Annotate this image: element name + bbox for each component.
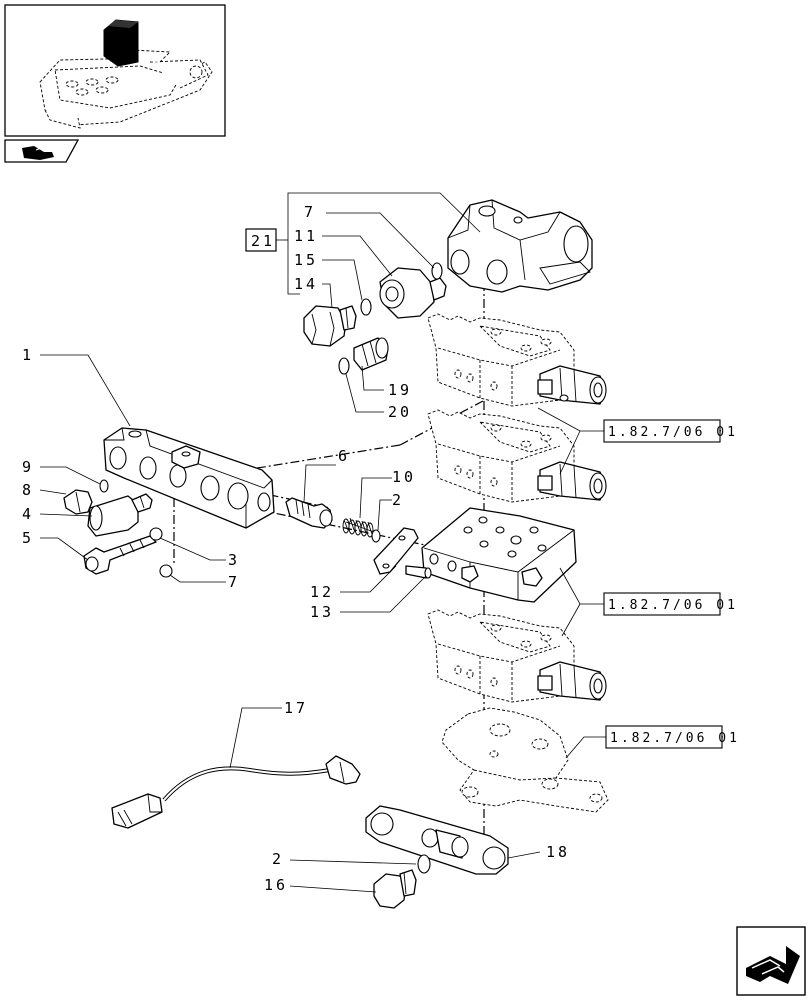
control-section[interactable]	[421, 507, 577, 603]
callout-2-upper: 2	[392, 491, 404, 509]
reference-box-3[interactable]: 1.82.7/06 01	[605, 725, 740, 749]
callout-11: 11	[294, 227, 318, 245]
next-page-arrow-icon[interactable]	[736, 926, 806, 996]
callout-1: 1	[22, 346, 34, 364]
leader-lines	[39, 192, 606, 893]
callout-5: 5	[22, 529, 34, 547]
check-spool[interactable]	[353, 337, 389, 371]
callout-15: 15	[294, 251, 318, 269]
callout-12: 12	[310, 583, 334, 601]
callout-17: 17	[284, 699, 308, 717]
union-fitting[interactable]	[379, 267, 447, 319]
callout-7-lower: 7	[228, 573, 240, 591]
hex-plug[interactable]	[303, 305, 357, 347]
reference-label-1: 1.82.7/06 01	[608, 425, 738, 440]
o-ring-top[interactable]	[431, 262, 443, 280]
callout-20: 20	[388, 403, 412, 421]
callout-18: 18	[546, 843, 570, 861]
cover-plate-12[interactable]	[373, 527, 419, 575]
callout-13: 13	[310, 603, 334, 621]
spool-end-top[interactable]	[537, 365, 607, 405]
reference-box-2[interactable]: 1.82.7/06 01	[603, 592, 738, 616]
washer-2-lower[interactable]	[417, 854, 431, 874]
screw-8[interactable]	[63, 489, 93, 515]
wiring-harness-17[interactable]	[111, 755, 361, 829]
solenoid-4[interactable]	[87, 493, 153, 537]
cartridge-6[interactable]	[285, 497, 333, 529]
callout-14: 14	[294, 275, 318, 293]
callout-4: 4	[22, 505, 34, 523]
thumbnail-housing-drawing	[39, 19, 213, 129]
callout-numbers: 7 11 15 14 1 9 8 4 5 3 7 6 10 2 12 13 19…	[22, 203, 570, 894]
callout-16: 16	[264, 876, 288, 894]
spring-10[interactable]	[342, 517, 375, 538]
callout-10: 10	[392, 468, 416, 486]
o-ring-9[interactable]	[99, 479, 109, 493]
reference-box-1[interactable]: 1.82.7/06 01	[603, 419, 738, 443]
bolt-5[interactable]	[83, 535, 157, 575]
o-ring-3[interactable]	[149, 527, 163, 541]
callout-9: 9	[22, 458, 34, 476]
washer-2-upper[interactable]	[371, 529, 381, 543]
section-tab-icon[interactable]	[4, 139, 80, 163]
group-bracket-21	[245, 192, 300, 295]
spool-end-middle[interactable]	[537, 461, 607, 501]
mounting-bracket	[441, 707, 609, 813]
callout-2-lower: 2	[272, 850, 284, 868]
o-ring-15[interactable]	[360, 298, 372, 316]
valve-body-1[interactable]	[103, 427, 275, 529]
plug-16[interactable]	[373, 869, 417, 909]
callout-3: 3	[228, 551, 240, 569]
callout-6: 6	[338, 447, 350, 465]
callout-19: 19	[388, 381, 412, 399]
outlet-housing[interactable]	[447, 199, 593, 293]
screw-13[interactable]	[405, 565, 432, 579]
o-ring-7-lower[interactable]	[159, 564, 173, 578]
callout-8: 8	[22, 481, 34, 499]
link-bar[interactable]	[365, 805, 509, 875]
callout-7-top: 7	[304, 203, 316, 221]
spool-end-lower[interactable]	[537, 661, 607, 701]
lift-assembly-thumbnail[interactable]	[4, 4, 226, 137]
washer-20[interactable]	[338, 357, 350, 375]
callout-21: 21	[251, 232, 275, 250]
reference-label-2: 1.82.7/06 01	[608, 598, 738, 613]
reference-label-3: 1.82.7/06 01	[610, 731, 740, 746]
